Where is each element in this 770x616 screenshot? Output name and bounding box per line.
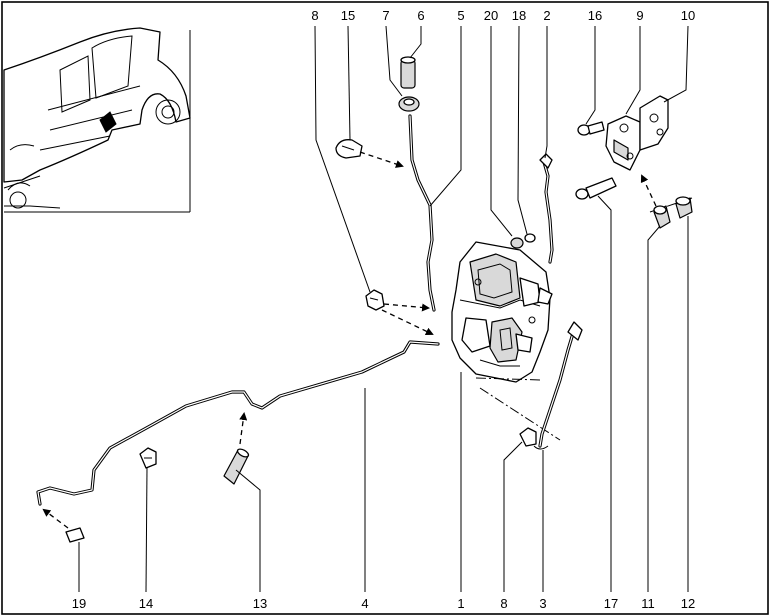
part-15-clip bbox=[335, 139, 363, 159]
callout-20: 20 bbox=[484, 8, 498, 23]
callout-19: 19 bbox=[72, 596, 86, 611]
callout-labels-bottom: 19 14 13 4 1 8 3 17 11 12 bbox=[72, 596, 695, 611]
callout-10: 10 bbox=[681, 8, 695, 23]
callout-17: 17 bbox=[604, 596, 618, 611]
callout-9: 9 bbox=[636, 8, 643, 23]
callout-8-bottom: 8 bbox=[500, 596, 507, 611]
part-10-plate bbox=[639, 95, 669, 151]
callout-1: 1 bbox=[457, 596, 464, 611]
callout-12: 12 bbox=[681, 596, 695, 611]
part-8-lower-clip bbox=[519, 427, 537, 447]
part-5-upper-rod bbox=[408, 114, 436, 312]
callout-8-top: 8 bbox=[311, 8, 318, 23]
arrow-13-to-rod bbox=[239, 412, 248, 445]
arrow-15-to-rod bbox=[359, 151, 404, 168]
callout-4: 4 bbox=[361, 596, 368, 611]
callout-14: 14 bbox=[139, 596, 153, 611]
part-20-nut bbox=[510, 237, 524, 249]
part-16-screw bbox=[577, 121, 605, 136]
callout-5: 5 bbox=[457, 8, 464, 23]
arrow-8-to-rod bbox=[383, 303, 430, 312]
arrow-11-to-bracket bbox=[640, 174, 657, 207]
part-9-bracket bbox=[605, 115, 641, 171]
part-11-bushing bbox=[653, 205, 671, 229]
callout-16: 16 bbox=[588, 8, 602, 23]
arrow-19-to-rod bbox=[42, 508, 69, 529]
callout-2: 2 bbox=[543, 8, 550, 23]
part-13-sleeve bbox=[223, 448, 250, 485]
part-8-upper-bracket bbox=[365, 289, 385, 311]
callout-11: 11 bbox=[641, 596, 655, 611]
part-3-lower-rod bbox=[533, 321, 583, 450]
callout-3: 3 bbox=[539, 596, 546, 611]
part-2-rod bbox=[539, 153, 554, 264]
leader-lines-top bbox=[314, 25, 689, 293]
part-14-clip bbox=[139, 447, 157, 469]
axis-line-1 bbox=[475, 377, 541, 381]
callout-15: 15 bbox=[341, 8, 355, 23]
arrow-8-to-lock bbox=[381, 309, 434, 336]
callout-labels-top: 8 15 7 6 5 20 18 2 16 9 10 bbox=[311, 8, 695, 23]
callout-7: 7 bbox=[382, 8, 389, 23]
part-6-sleeve bbox=[400, 56, 416, 89]
part-18-screw bbox=[524, 233, 536, 243]
part-7-grommet bbox=[398, 96, 420, 112]
part-12-bushing bbox=[675, 196, 693, 219]
axis-line-3 bbox=[479, 387, 561, 441]
part-4-long-rod bbox=[36, 340, 440, 506]
part-17-pin bbox=[575, 177, 617, 200]
part-1-lock-body bbox=[451, 241, 553, 383]
callout-18: 18 bbox=[512, 8, 526, 23]
callout-13: 13 bbox=[253, 596, 267, 611]
part-19-clip bbox=[65, 527, 85, 543]
car-inset-illustration bbox=[3, 27, 191, 213]
callout-6: 6 bbox=[417, 8, 424, 23]
leader-lines-bottom bbox=[78, 195, 689, 593]
